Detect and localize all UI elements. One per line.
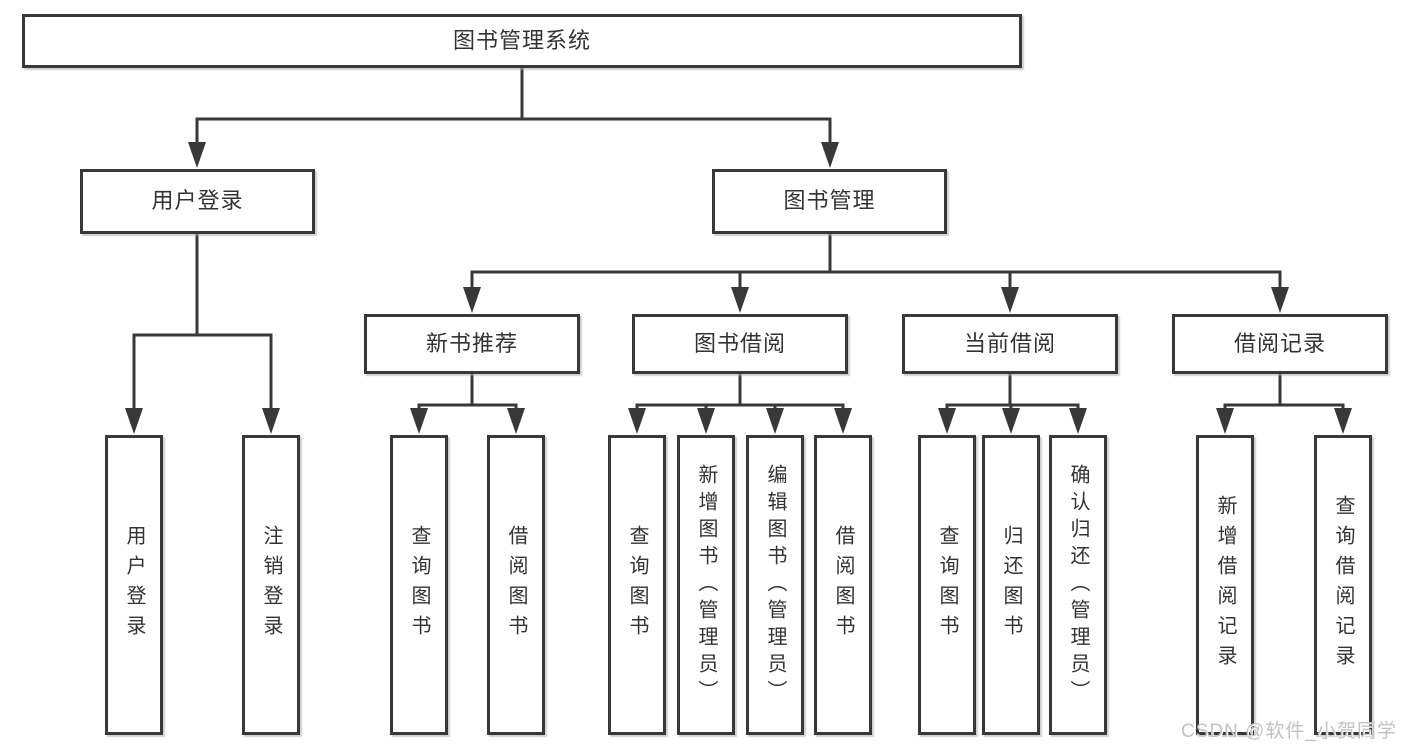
- node-book-management-label: 图书管理: [783, 188, 876, 214]
- node-query-books-borrow-label: 查询图书: [626, 525, 648, 645]
- connector-borrow-record-split: [1223, 374, 1345, 430]
- node-query-borrow-record-label: 查询借阅记录: [1332, 495, 1354, 675]
- node-add-borrow-record-label: 新增借阅记录: [1214, 495, 1236, 675]
- node-current-borrowing: 当前借阅: [902, 314, 1118, 374]
- node-confirm-return-admin-label: 确认归还（管理员）: [1067, 463, 1089, 707]
- node-library-system-label: 图书管理系统: [452, 27, 591, 53]
- node-borrow-books-leaf: 借阅图书: [814, 435, 872, 735]
- node-edit-books-admin-label: 编辑图书（管理员）: [764, 463, 786, 707]
- connector-book-mgmt-split: [470, 270, 1282, 308]
- node-borrow-books-recommend: 借阅图书: [487, 435, 545, 735]
- node-confirm-return-admin: 确认归还（管理员）: [1049, 435, 1107, 735]
- connector-current-borrow-split: [945, 374, 1080, 430]
- connector-user-login-split: [132, 333, 273, 430]
- node-book-borrowing-label: 图书借阅: [693, 330, 786, 356]
- node-user-login-branch: 用户登录: [80, 169, 315, 234]
- node-edit-books-admin: 编辑图书（管理员）: [746, 435, 804, 735]
- node-add-books-admin-label: 新增图书（管理员）: [695, 463, 717, 707]
- node-query-books-current-label: 查询图书: [936, 525, 958, 645]
- node-new-book-recommend-label: 新书推荐: [425, 330, 518, 356]
- node-new-book-recommend: 新书推荐: [364, 314, 580, 374]
- node-query-books-recommend-label: 查询图书: [408, 525, 430, 645]
- node-query-borrow-record: 查询借阅记录: [1314, 435, 1372, 735]
- node-borrowing-records-label: 借阅记录: [1233, 330, 1326, 356]
- node-book-borrowing: 图书借阅: [632, 314, 848, 374]
- connector-book-borrow-split: [635, 374, 845, 430]
- node-add-books-admin: 新增图书（管理员）: [677, 435, 735, 735]
- node-borrow-books-leaf-label: 借阅图书: [832, 525, 854, 645]
- node-query-books-borrow: 查询图书: [608, 435, 666, 735]
- node-current-borrowing-label: 当前借阅: [963, 330, 1056, 356]
- node-user-login-branch-label: 用户登录: [151, 188, 244, 214]
- node-query-books-current: 查询图书: [918, 435, 976, 735]
- node-add-borrow-record: 新增借阅记录: [1196, 435, 1254, 735]
- node-borrow-books-recommend-label: 借阅图书: [505, 525, 527, 645]
- connector-root-split: [195, 117, 832, 162]
- node-logout: 注销登录: [242, 435, 300, 735]
- node-user-login-leaf-label: 用户登录: [123, 525, 145, 645]
- connector-new-book-split: [417, 374, 518, 430]
- node-logout-label: 注销登录: [260, 525, 282, 645]
- node-query-books-recommend: 查询图书: [390, 435, 448, 735]
- node-borrowing-records: 借阅记录: [1172, 314, 1388, 374]
- node-library-system: 图书管理系统: [22, 14, 1022, 68]
- csdn-watermark: CSDN @软件_小贺同学: [1181, 721, 1397, 742]
- node-return-books-label: 归还图书: [1000, 525, 1022, 645]
- node-book-management: 图书管理: [712, 169, 947, 234]
- node-user-login-leaf: 用户登录: [105, 435, 163, 735]
- node-return-books: 归还图书: [982, 435, 1040, 735]
